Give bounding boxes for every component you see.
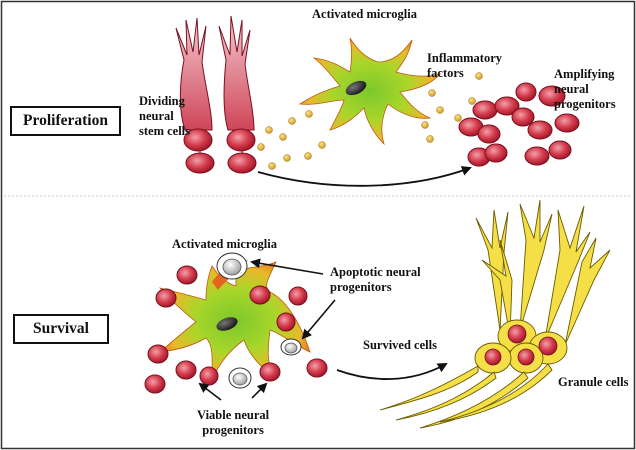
granule-cell-nuclei xyxy=(484,324,558,366)
label-activated-microglia-top: Activated microglia xyxy=(312,7,417,21)
arrow-to-apoptotic-top xyxy=(250,258,324,275)
section-proliferation-label: Proliferation xyxy=(10,106,121,136)
arrow-to-viable-right xyxy=(251,382,268,399)
label-survived-cells: Survived cells xyxy=(363,338,437,352)
apoptotic-progenitors xyxy=(216,252,302,389)
label-amplifying-neural-progenitors: Amplifying neural progenitors xyxy=(554,67,616,111)
label-activated-microglia-bottom: Activated microglia xyxy=(172,237,277,251)
label-dividing-neural-stem-cells: Dividing neural stem cells xyxy=(139,94,191,138)
proliferation-arrow xyxy=(257,166,472,187)
viable-progenitors xyxy=(144,265,328,394)
arrow-to-apoptotic-right xyxy=(301,299,336,340)
label-inflammatory-factors: Inflammatory factors xyxy=(427,51,502,80)
dividing-neural-stem-cells xyxy=(175,15,257,174)
label-viable-neural-progenitors: Viable neural progenitors xyxy=(197,408,270,437)
survived-cells-arrow xyxy=(336,363,448,380)
inflammatory-factor-dots xyxy=(257,72,483,170)
activated-microglia-top xyxy=(298,37,442,146)
amplifying-neural-progenitors xyxy=(458,82,580,167)
label-apoptotic-neural-progenitors: Apoptotic neural progenitors xyxy=(330,265,421,294)
section-survival-label: Survival xyxy=(13,314,109,344)
label-granule-cells: Granule cells xyxy=(558,375,629,389)
arrow-to-viable-left xyxy=(198,382,222,401)
